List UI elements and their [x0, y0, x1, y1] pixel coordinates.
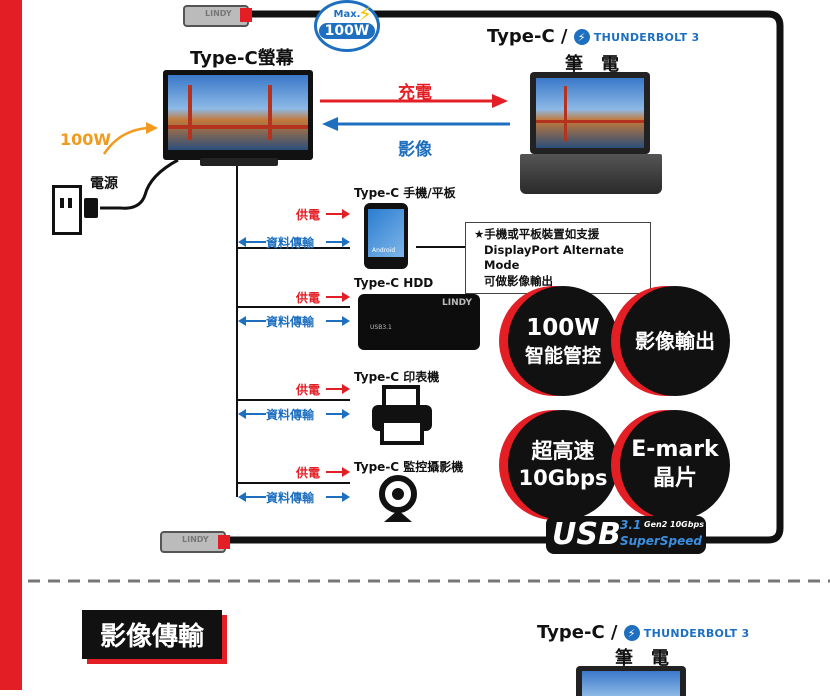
feature-line-1: 超高速	[531, 438, 595, 463]
usb-logo-gen: Gen2 10Gbps	[644, 520, 704, 529]
feature-line-2: 晶片	[652, 466, 697, 491]
thunderbolt-icon: ⚡	[623, 625, 640, 641]
laptop-title-prefix: Type-C /	[487, 26, 568, 47]
data-arrow-left-printer	[238, 409, 266, 419]
data-label-hdd: 資料傳輸	[266, 315, 315, 329]
feature-line-1: 影像輸出	[635, 329, 715, 353]
printer-icon	[372, 385, 432, 445]
power-label: 電源	[90, 176, 118, 192]
feature-circle-high-speed: 超高速 10Gbps	[508, 410, 618, 520]
device-name-phone: Type-C 手機/平板	[354, 186, 456, 200]
hdd-icon: LINDY USB3.1	[358, 294, 480, 350]
supply-arrow-hdd	[326, 292, 350, 302]
feature-circle-emark: E-mark 晶片	[620, 410, 730, 520]
feature-line-1: E-mark	[631, 437, 719, 463]
note-line-2: DisplayPort Alternate Mode	[484, 242, 624, 273]
power-watt-label: 100W	[60, 130, 112, 149]
thunderbolt-brand: THUNDERBOLT	[593, 30, 688, 44]
device-name-hdd: Type-C HDD	[354, 276, 434, 290]
data-arrow-right-hdd	[326, 316, 350, 326]
data-arrow-left-phone	[238, 237, 266, 247]
supply-label-hdd: 供電	[296, 291, 321, 305]
section2-laptop-prefix: Type-C /	[537, 622, 618, 643]
thunderbolt-brand: THUNDERBOLT	[643, 626, 738, 640]
thunderbolt-num: 3	[741, 626, 750, 640]
displayport-note: ★手機或平板裝置如支援 DisplayPort Alternate Mode 可…	[465, 222, 651, 295]
section2-laptop-image	[576, 666, 686, 696]
data-label-camera: 資料傳輸	[266, 491, 315, 505]
thunderbolt-num: 3	[691, 30, 700, 44]
laptop-image	[530, 72, 650, 154]
lightning-icon: ⚡	[358, 2, 373, 26]
note-line-3: 可做影像輸出	[484, 273, 553, 288]
top-plug-red-band	[240, 8, 252, 22]
monitor-title: Type-C螢幕	[190, 48, 294, 69]
charge-label: 充電	[398, 83, 432, 103]
usb-logo-speed: SuperSpeed	[620, 534, 702, 548]
monitor-image	[163, 70, 313, 160]
usb-logo-main: USB	[552, 517, 621, 552]
feature-circle-smart-power: 100W 智能管控	[508, 286, 618, 396]
usb-superspeed-logo: USB 3.1 Gen2 10Gbps SuperSpeed	[546, 516, 706, 554]
supply-arrow-phone	[326, 209, 350, 219]
video-label: 影像	[398, 140, 432, 160]
charge-arrow	[320, 94, 508, 108]
webcam-icon	[379, 475, 417, 522]
bottom-plug-red-band	[218, 535, 230, 549]
power-outlet-icon	[52, 185, 82, 235]
supply-label-phone: 供電	[296, 208, 321, 222]
feature-line-2: 智能管控	[524, 344, 601, 367]
thunderbolt-icon: ⚡	[573, 29, 590, 45]
phone-os-label: Android	[372, 247, 396, 254]
section-video-transmission-title: 影像傳輸	[82, 610, 223, 659]
feature-circle-video-output: 影像輸出	[620, 286, 730, 396]
data-arrow-right-printer	[326, 409, 350, 419]
data-label-phone: 資料傳輸	[266, 236, 315, 250]
power-plug-icon	[84, 198, 98, 218]
hdd-brand: LINDY	[442, 298, 472, 308]
video-arrow	[322, 117, 510, 131]
note-line-1: ★手機或平板裝置如支援	[474, 227, 600, 241]
feature-line-2: 10Gbps	[518, 466, 608, 490]
supply-label-printer: 供電	[296, 383, 321, 397]
laptop-keyboard	[520, 154, 662, 194]
usb-logo-version: 3.1	[620, 518, 642, 532]
data-arrow-left-hdd	[238, 316, 266, 326]
badge-max-label: Max.	[333, 9, 361, 20]
data-arrow-right-camera	[326, 492, 350, 502]
supply-arrow-camera	[326, 467, 350, 477]
left-red-border	[0, 0, 22, 690]
data-label-printer: 資料傳輸	[266, 408, 315, 422]
device-name-camera: Type-C 監控攝影機	[354, 460, 464, 474]
bottom-usb-c-plug: LINDY	[160, 531, 226, 553]
laptop-subtitle: 筆 電	[565, 54, 619, 75]
hdd-port-label: USB3.1	[370, 324, 392, 331]
feature-line-1: 100W	[526, 314, 600, 341]
supply-arrow-printer	[326, 384, 350, 394]
power-curved-arrow	[102, 122, 158, 155]
supply-label-camera: 供電	[296, 466, 321, 480]
data-arrow-right-phone	[326, 237, 350, 247]
badge-watt-label: 100W	[318, 23, 376, 39]
monitor-stand	[200, 158, 278, 166]
max-power-badge: Max. 100W	[314, 0, 380, 52]
data-arrow-left-camera	[238, 492, 266, 502]
phone-icon: Android	[364, 203, 408, 269]
section2-laptop-subtitle: 筆 電	[615, 648, 669, 669]
note-connector	[416, 246, 466, 248]
plug-brand-label: LINDY	[182, 535, 209, 544]
plug-brand-label: LINDY	[205, 9, 232, 18]
device-name-printer: Type-C 印表機	[354, 370, 440, 384]
